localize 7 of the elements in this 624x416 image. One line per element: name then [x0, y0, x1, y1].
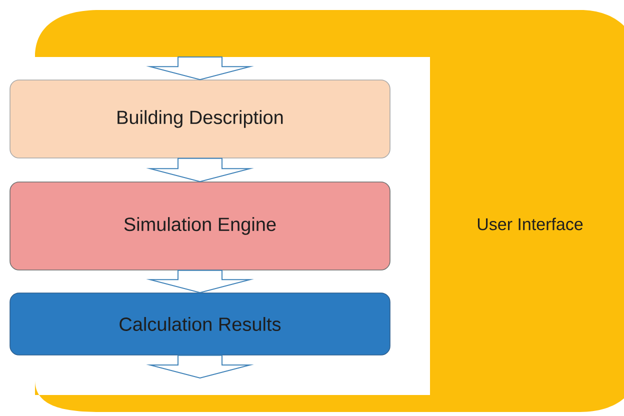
block-arrow	[146, 354, 254, 379]
process-box: Calculation Results	[10, 292, 390, 356]
process-box: Building Description	[10, 80, 390, 158]
process-box: Simulation Engine	[10, 182, 390, 270]
block-arrow	[146, 56, 254, 80]
block-arrow	[146, 270, 254, 294]
block-arrow	[146, 158, 254, 182]
